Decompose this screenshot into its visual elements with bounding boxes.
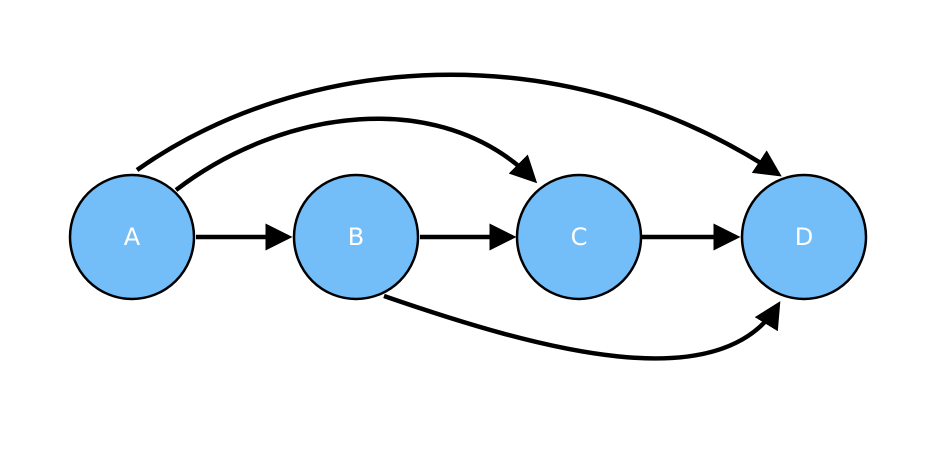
- node-b-circle: [292, 173, 420, 301]
- node-d-circle: [740, 173, 868, 301]
- node-a: A: [68, 173, 196, 301]
- edges: [135, 72, 782, 361]
- node-a-circle: [68, 173, 196, 301]
- node-d: D: [740, 173, 868, 301]
- edge-a-to-c: [174, 116, 538, 192]
- node-b-label: B: [348, 223, 364, 251]
- edge-a-to-d: [135, 72, 782, 177]
- node-c: C: [515, 173, 643, 301]
- node-b: B: [292, 173, 420, 301]
- node-c-label: C: [571, 223, 588, 251]
- node-c-circle: [515, 173, 643, 301]
- node-a-label: A: [124, 223, 141, 251]
- node-d-label: D: [795, 223, 813, 251]
- edge-b-to-d: [383, 293, 781, 361]
